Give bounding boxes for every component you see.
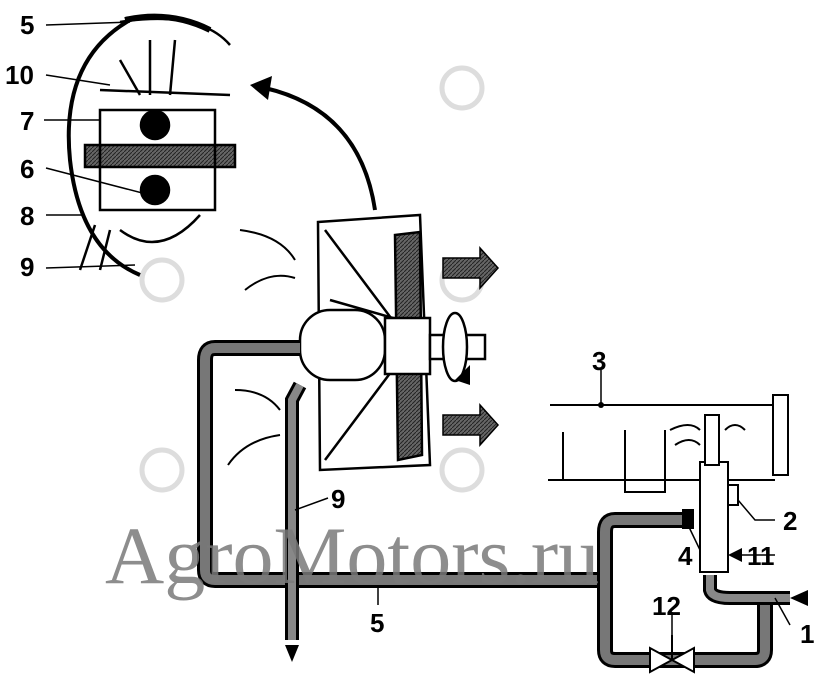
main-callouts: 3 2 11 4 12 1 5 9 [331,346,814,649]
callout-3: 3 [592,346,606,376]
fan [298,213,487,472]
watermark-large: AgroMotors.ru [105,510,599,601]
inset-leader-lines [44,21,151,269]
callout-9-inset: 9 [20,252,34,282]
callout-1: 1 [800,619,814,649]
air-outflow-arrows-icon [442,246,500,447]
curved-arrow-icon [264,86,377,211]
callout-11: 11 [747,541,775,571]
callout-9-main: 9 [331,484,345,514]
shutoff-valve-12 [649,635,695,674]
inlet-arrow-icon [790,590,808,606]
clutch-inset [66,13,237,277]
watermark-gear-icon [139,65,485,493]
callout-5-main: 5 [370,608,384,638]
oil-piping [197,340,790,668]
callout-12: 12 [652,591,681,621]
callout-8: 8 [20,201,34,231]
air-inflow-arrows-icon [227,229,296,466]
inset-callouts: 5 10 7 6 8 9 [5,10,34,282]
drain-arrow-icon [285,645,299,662]
callout-7: 7 [20,106,34,136]
callout-4: 4 [678,541,693,571]
control-valve-assembly [548,394,789,573]
rotation-arrow-icon [455,365,470,385]
callout-10: 10 [5,60,34,90]
callout-2: 2 [783,506,797,536]
callout-6: 6 [20,154,34,184]
callout-5-inset: 5 [20,10,34,40]
